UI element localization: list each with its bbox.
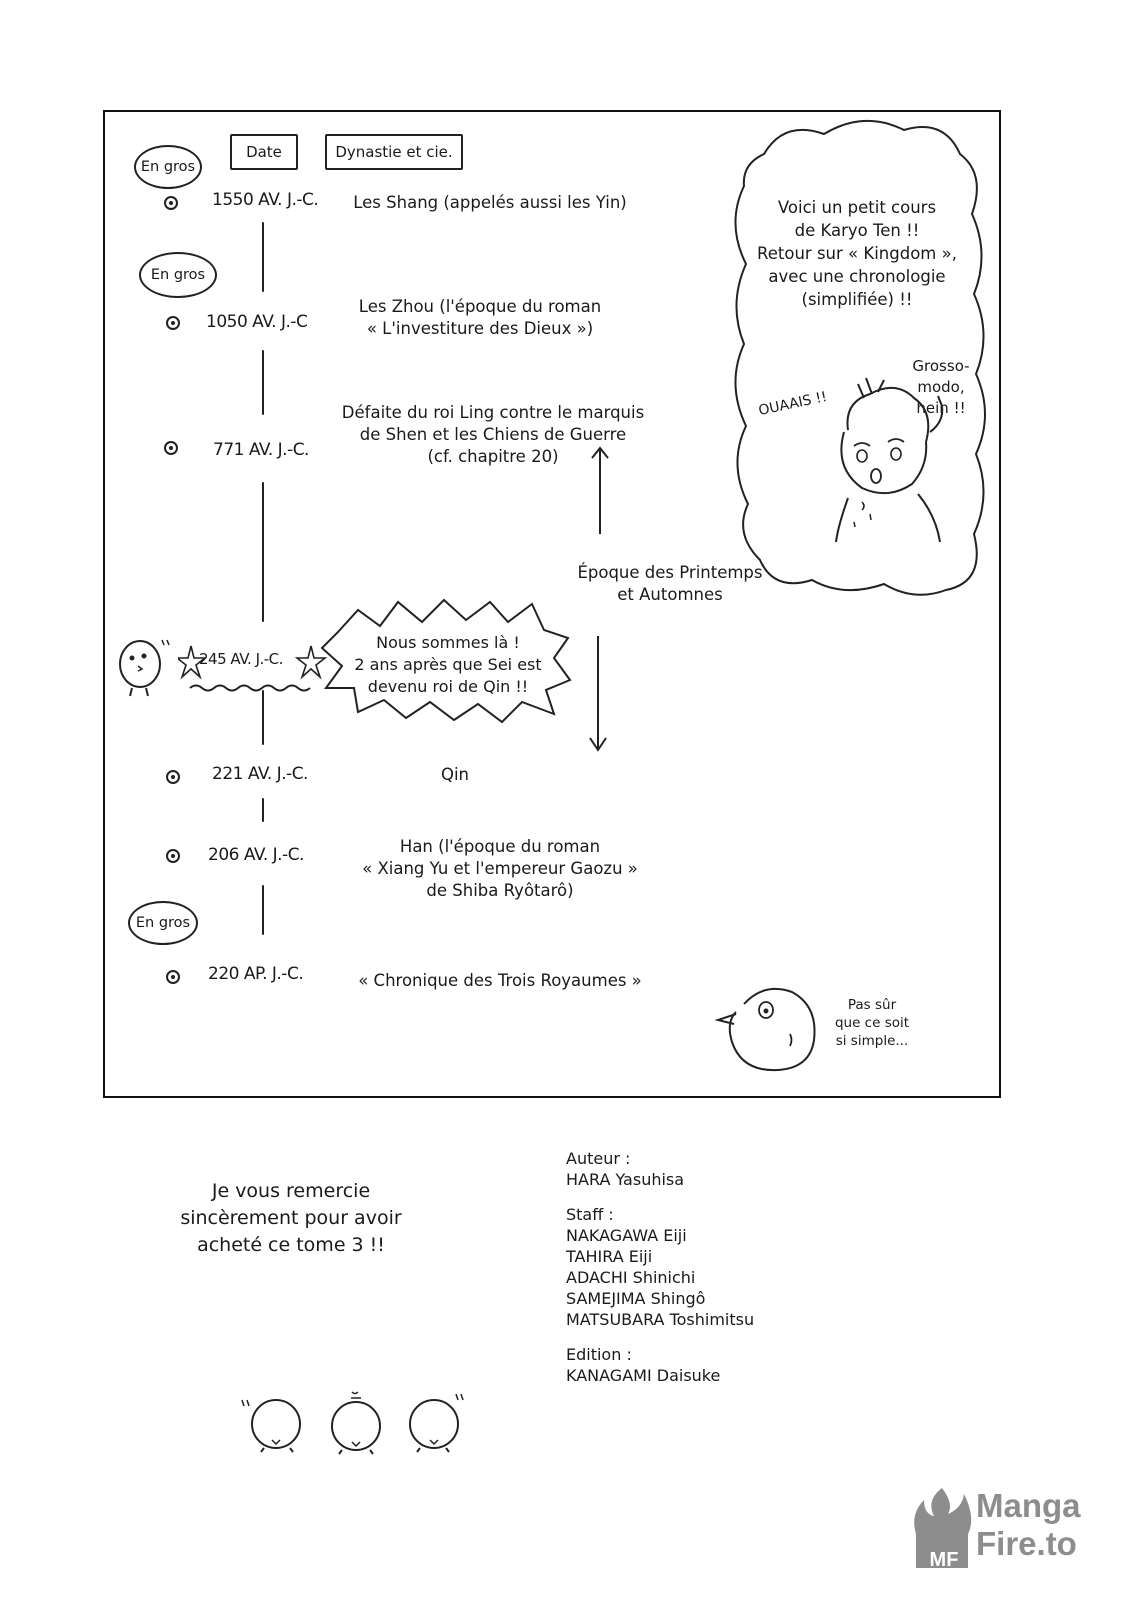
arrow-up xyxy=(591,446,609,534)
timeline-bullet xyxy=(164,196,178,210)
bird-line: que ce soit xyxy=(834,1015,910,1031)
author-label: Auteur : xyxy=(566,1149,631,1168)
era-line: Époque des Printemps xyxy=(577,563,763,582)
credits-block: Auteur : HARA Yasuhisa Staff : NAKAGAWA … xyxy=(566,1148,754,1386)
timeline-segment xyxy=(262,885,264,935)
en-gros-bubble-3: En gros xyxy=(128,901,198,945)
staff-name: ADACHI Shinichi xyxy=(566,1268,696,1287)
dynasty-line: Défaite du roi Ling contre le marquis xyxy=(341,403,645,422)
en-gros-bubble-1: En gros xyxy=(134,145,202,189)
staff-name: NAKAGAWA Eiji xyxy=(566,1226,687,1245)
grosso-line: modo, xyxy=(917,378,965,396)
era-line: et Automnes xyxy=(617,585,723,604)
date-1550: 1550 AV. J.-C. xyxy=(212,190,319,210)
dynasty-line: Les Zhou (l'époque du roman xyxy=(358,297,602,316)
grosso-text: Grosso- modo, hein !! xyxy=(900,356,982,419)
three-kingdoms: « Chronique des Trois Royaumes » xyxy=(358,971,642,990)
date-221: 221 AV. J.-C. xyxy=(212,764,308,784)
timeline-segment xyxy=(262,690,264,745)
timeline-segment xyxy=(262,350,264,415)
staff-name: TAHIRA Eiji xyxy=(566,1247,653,1266)
thanks-line: Je vous remercie xyxy=(211,1180,371,1202)
date-245: 245 AV. J.-C. xyxy=(199,650,283,668)
bubble-line: Nous sommes là ! xyxy=(376,633,520,652)
bird-line: si simple... xyxy=(835,1033,909,1049)
date-1050: 1050 AV. J.-C xyxy=(206,312,308,332)
bubble-now-text: Nous sommes là ! 2 ans après que Sei est… xyxy=(330,632,566,698)
logo-badge: MF xyxy=(929,1549,959,1571)
era-arrow xyxy=(589,446,609,752)
edition-name: KANAGAMI Daisuke xyxy=(566,1366,721,1385)
staff-label: Staff : xyxy=(566,1205,614,1224)
bird-mascot-icon xyxy=(119,639,170,697)
bubble-line: Voici un petit cours xyxy=(777,198,937,217)
author-name: HARA Yasuhisa xyxy=(566,1170,685,1189)
thanks-message: Je vous remercie sincèrement pour avoir … xyxy=(156,1178,426,1259)
timeline-bullet xyxy=(166,970,180,984)
bubble-line: (simplifiée) !! xyxy=(801,290,913,309)
bubble-line: Retour sur « Kingdom », xyxy=(757,244,957,263)
dynasty-line: « L'investiture des Dieux ») xyxy=(366,319,594,338)
star-icon xyxy=(178,645,208,680)
event-ling-defeat: Défaite du roi Ling contre le marquis de… xyxy=(318,402,668,468)
edition-label: Edition : xyxy=(566,1345,632,1364)
date-771: 771 AV. J.-C. xyxy=(213,440,309,460)
timeline-bullet xyxy=(166,770,180,784)
grosso-line: Grosso- xyxy=(912,357,970,375)
dynasty-zhou: Les Zhou (l'époque du roman « L'investit… xyxy=(320,296,640,340)
dynasty-qin: Qin xyxy=(440,765,470,784)
thanks-line: acheté ce tome 3 !! xyxy=(197,1234,385,1256)
date-header: Date xyxy=(230,134,298,170)
bird-doubt-icon xyxy=(714,988,816,1072)
arrow-down xyxy=(589,636,607,752)
logo-text-manga: Manga xyxy=(976,1487,1081,1524)
timeline-segment xyxy=(262,798,264,822)
staff-name: SAMEJIMA Shingô xyxy=(566,1289,706,1308)
dynasty-line: de Shiba Ryôtarô) xyxy=(426,881,574,900)
bubble-intro-text: Voici un petit cours de Karyo Ten !! Ret… xyxy=(748,196,966,311)
date-220: 220 AP. J.-C. xyxy=(208,964,304,984)
bubble-line: avec une chronologie xyxy=(768,267,946,286)
dynasty-shang: Les Shang (appelés aussi les Yin) xyxy=(353,193,627,212)
character-drawing-icon xyxy=(835,377,944,543)
logo-text-fire: Fire.to xyxy=(976,1525,1077,1562)
timeline-panel xyxy=(103,110,1001,1098)
timeline-bullet xyxy=(166,316,180,330)
en-gros-bubble-2: En gros xyxy=(139,252,217,298)
thanks-line: sincèrement pour avoir xyxy=(180,1207,402,1229)
staff-name: MATSUBARA Toshimitsu xyxy=(566,1310,755,1329)
bubble-line: devenu roi de Qin !! xyxy=(367,677,529,696)
three-birds-icon xyxy=(241,1391,464,1455)
bird-line: Pas sûr xyxy=(847,997,897,1013)
dynasty-han: Han (l'époque du roman « Xiang Yu et l'e… xyxy=(340,836,660,902)
dynasty-line: Han (l'époque du roman xyxy=(399,837,601,856)
dynasty-line: « Xiang Yu et l'empereur Gaozu » xyxy=(362,859,638,878)
dynasty-line: de Shen et les Chiens de Guerre xyxy=(359,425,627,444)
era-label: Époque des Printemps et Automnes xyxy=(560,562,780,606)
wavy-underline xyxy=(189,684,311,692)
date-206: 206 AV. J.-C. xyxy=(208,845,304,865)
highlight-marks xyxy=(178,645,328,692)
bird-doubt-text: Pas sûr que ce soit si simple... xyxy=(818,996,926,1050)
timeline-segment xyxy=(262,482,264,622)
timeline-segment xyxy=(262,222,264,292)
flame-logo-icon xyxy=(914,1488,972,1568)
bubble-now-shape xyxy=(320,598,572,724)
dynasty-line: (cf. chapitre 20) xyxy=(427,447,559,466)
timeline-bullet xyxy=(164,441,178,455)
bubble-line: 2 ans après que Sei est xyxy=(354,655,542,674)
bubble-line: de Karyo Ten !! xyxy=(794,221,920,240)
dynasty-header: Dynastie et cie. xyxy=(325,134,463,170)
star-icon xyxy=(294,645,328,680)
bubble-intro-shape xyxy=(734,120,986,596)
timeline-bullet xyxy=(166,849,180,863)
grosso-line: hein !! xyxy=(916,399,966,417)
